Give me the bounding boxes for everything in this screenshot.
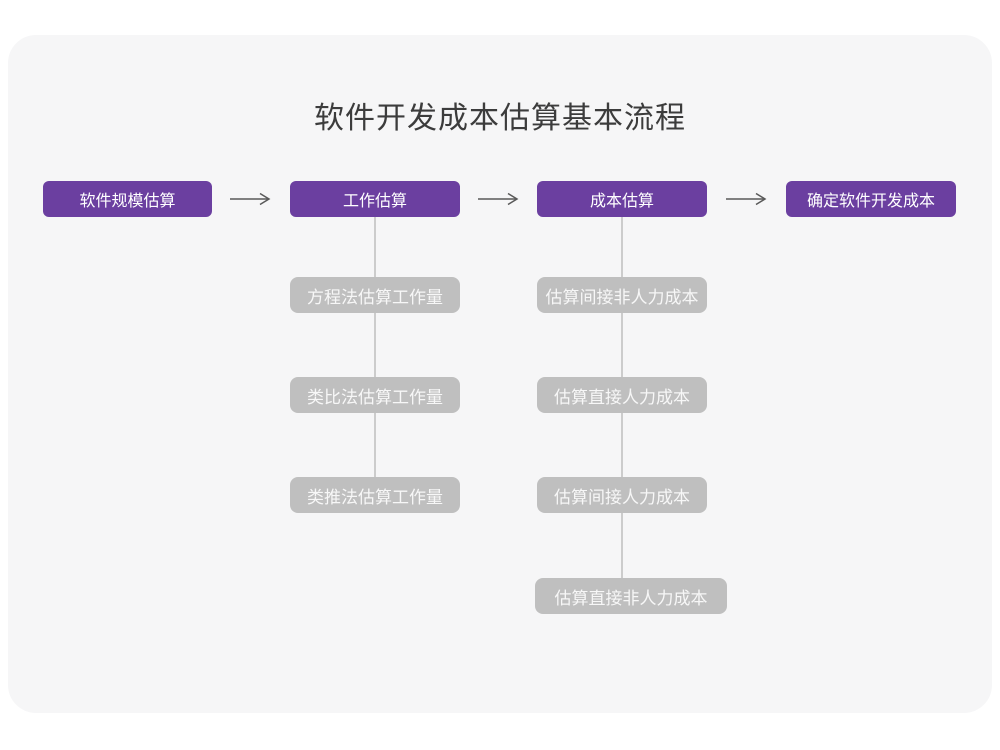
sub-node-label: 类推法估算工作量: [307, 487, 443, 507]
flow-node-final-cost: 确定软件开发成本: [786, 181, 956, 217]
flow-node-label: 成本估算: [589, 193, 654, 210]
flow-node-cost-estimation: 成本估算: [537, 181, 707, 217]
flow-node-scale-estimation: 软件规模估算: [43, 181, 212, 217]
connector-line-work-column: [374, 217, 376, 495]
sub-node-label: 估算间接非人力成本: [545, 287, 699, 307]
sub-node-direct-nonlabor-cost: 估算直接非人力成本: [535, 578, 727, 614]
sub-node-label: 估算间接人力成本: [554, 487, 690, 507]
flow-node-label: 软件规模估算: [79, 193, 176, 210]
flow-node-label: 工作估算: [342, 193, 407, 210]
sub-node-analogy-method: 类比法估算工作量: [290, 377, 460, 413]
flow-node-work-estimation: 工作估算: [290, 181, 460, 217]
sub-node-direct-labor-cost: 估算直接人力成本: [537, 377, 707, 413]
sub-node-label: 类比法估算工作量: [307, 387, 443, 407]
right-arrow-icon: [229, 192, 273, 206]
flow-node-label: 确定软件开发成本: [806, 193, 935, 210]
sub-node-indirect-nonlabor-cost: 估算间接非人力成本: [537, 277, 707, 313]
diagram-title: 软件开发成本估算基本流程: [314, 102, 686, 135]
right-arrow-icon: [477, 192, 521, 206]
sub-node-label: 方程法估算工作量: [307, 287, 443, 307]
right-arrow-icon: [725, 192, 769, 206]
sub-node-equation-method: 方程法估算工作量: [290, 277, 460, 313]
sub-node-label: 估算直接非人力成本: [554, 588, 708, 608]
canvas-card: [8, 35, 992, 713]
sub-node-label: 估算直接人力成本: [554, 387, 690, 407]
sub-node-extrapolation-method: 类推法估算工作量: [290, 477, 460, 513]
sub-node-indirect-labor-cost: 估算间接人力成本: [537, 477, 707, 513]
